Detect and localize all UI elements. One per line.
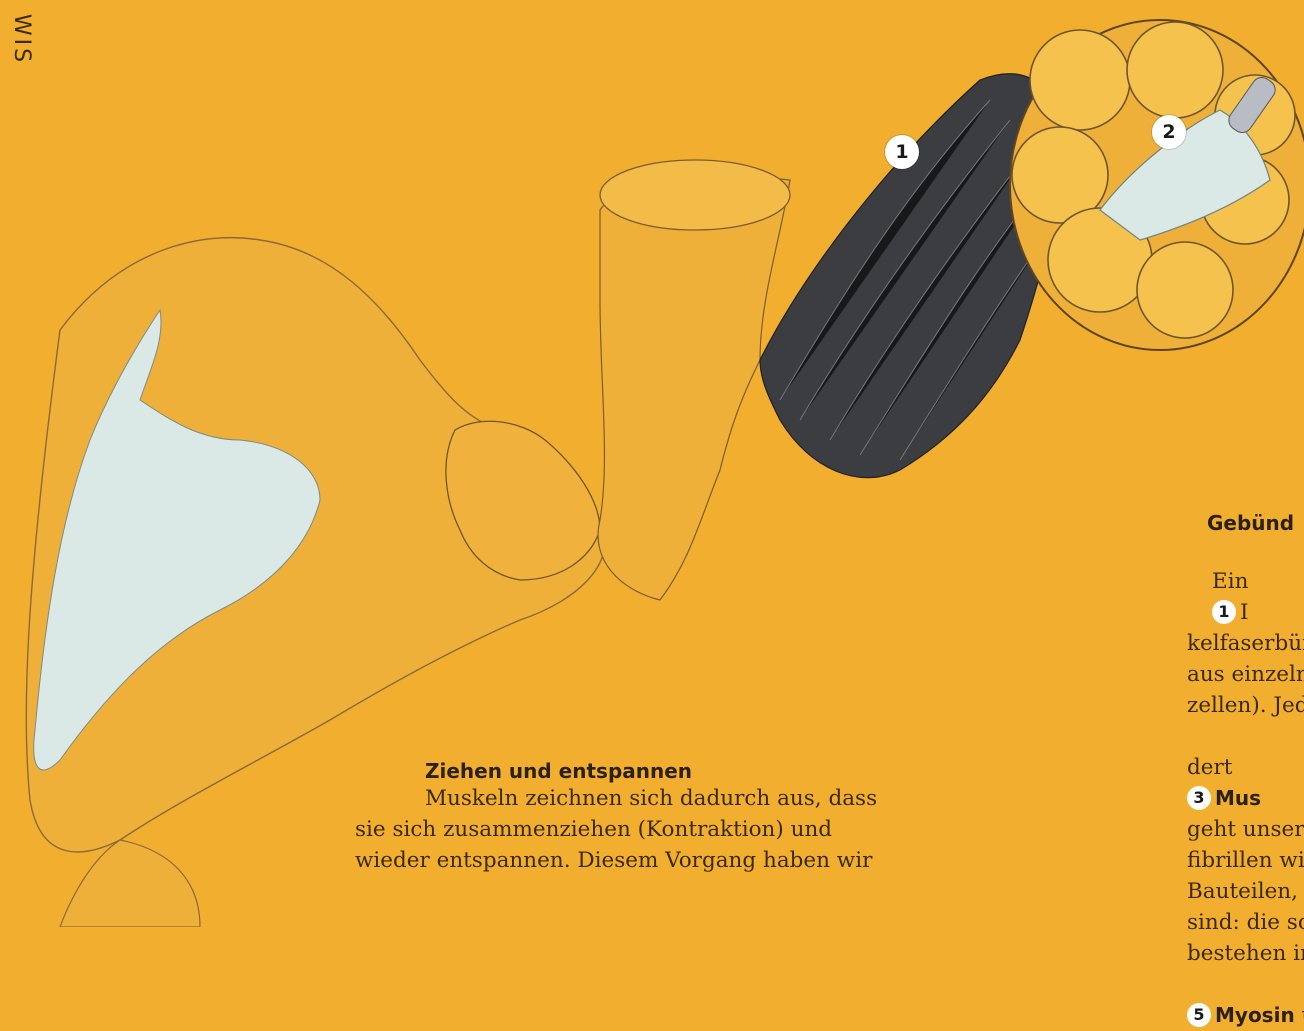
right-line-10: bestehen im bbox=[1187, 938, 1304, 969]
right-heading: Gebünd bbox=[1187, 511, 1304, 535]
right-line-3: aus einzeln bbox=[1187, 659, 1304, 690]
inline-marker-3: 3 bbox=[1187, 786, 1211, 810]
vertical-section-label: WIS bbox=[4, 4, 40, 74]
right-line-7: fibrillen wie bbox=[1187, 845, 1304, 876]
marker-1: 1 bbox=[885, 135, 919, 169]
right-line-4: zellen). Jede I bbox=[1187, 690, 1304, 721]
left-body-line-3: wieder entspannen. Diesem Vorgang haben … bbox=[355, 845, 945, 876]
right-line-8: Bauteilen, d bbox=[1187, 876, 1304, 907]
right-line-11-term: Myosin bbox=[1215, 1003, 1295, 1027]
right-line-2: kelfaserbün bbox=[1187, 628, 1304, 659]
right-line-5-pre: dert bbox=[1187, 755, 1232, 780]
marker-2: 2 bbox=[1152, 115, 1186, 149]
right-line-1-post: I bbox=[1240, 600, 1249, 625]
vertical-section-text: WIS bbox=[10, 13, 35, 64]
inline-marker-1: 1 bbox=[1212, 600, 1236, 624]
muscle-stem bbox=[598, 176, 790, 600]
left-body-line-2: sie sich zusammenziehen (Kontraktion) un… bbox=[355, 814, 945, 845]
right-line-9: sind: die sog bbox=[1187, 907, 1304, 938]
stem-top bbox=[600, 160, 790, 230]
muscle-fiber-bundle bbox=[760, 74, 1060, 478]
right-line-6: geht unsere bbox=[1187, 814, 1304, 845]
left-heading: Ziehen und entspannen bbox=[355, 759, 945, 783]
forearm-shape bbox=[60, 840, 200, 927]
inline-marker-5: 5 bbox=[1187, 1003, 1211, 1027]
left-body-line-1: Muskeln zeichnen sich dadurch aus, dass bbox=[355, 783, 945, 814]
right-line-5-term: Mus bbox=[1215, 786, 1261, 810]
right-line-1-pre: Ein bbox=[1212, 569, 1248, 594]
left-text-section: Ziehen und entspannen Muskeln zeichnen s… bbox=[355, 759, 945, 876]
